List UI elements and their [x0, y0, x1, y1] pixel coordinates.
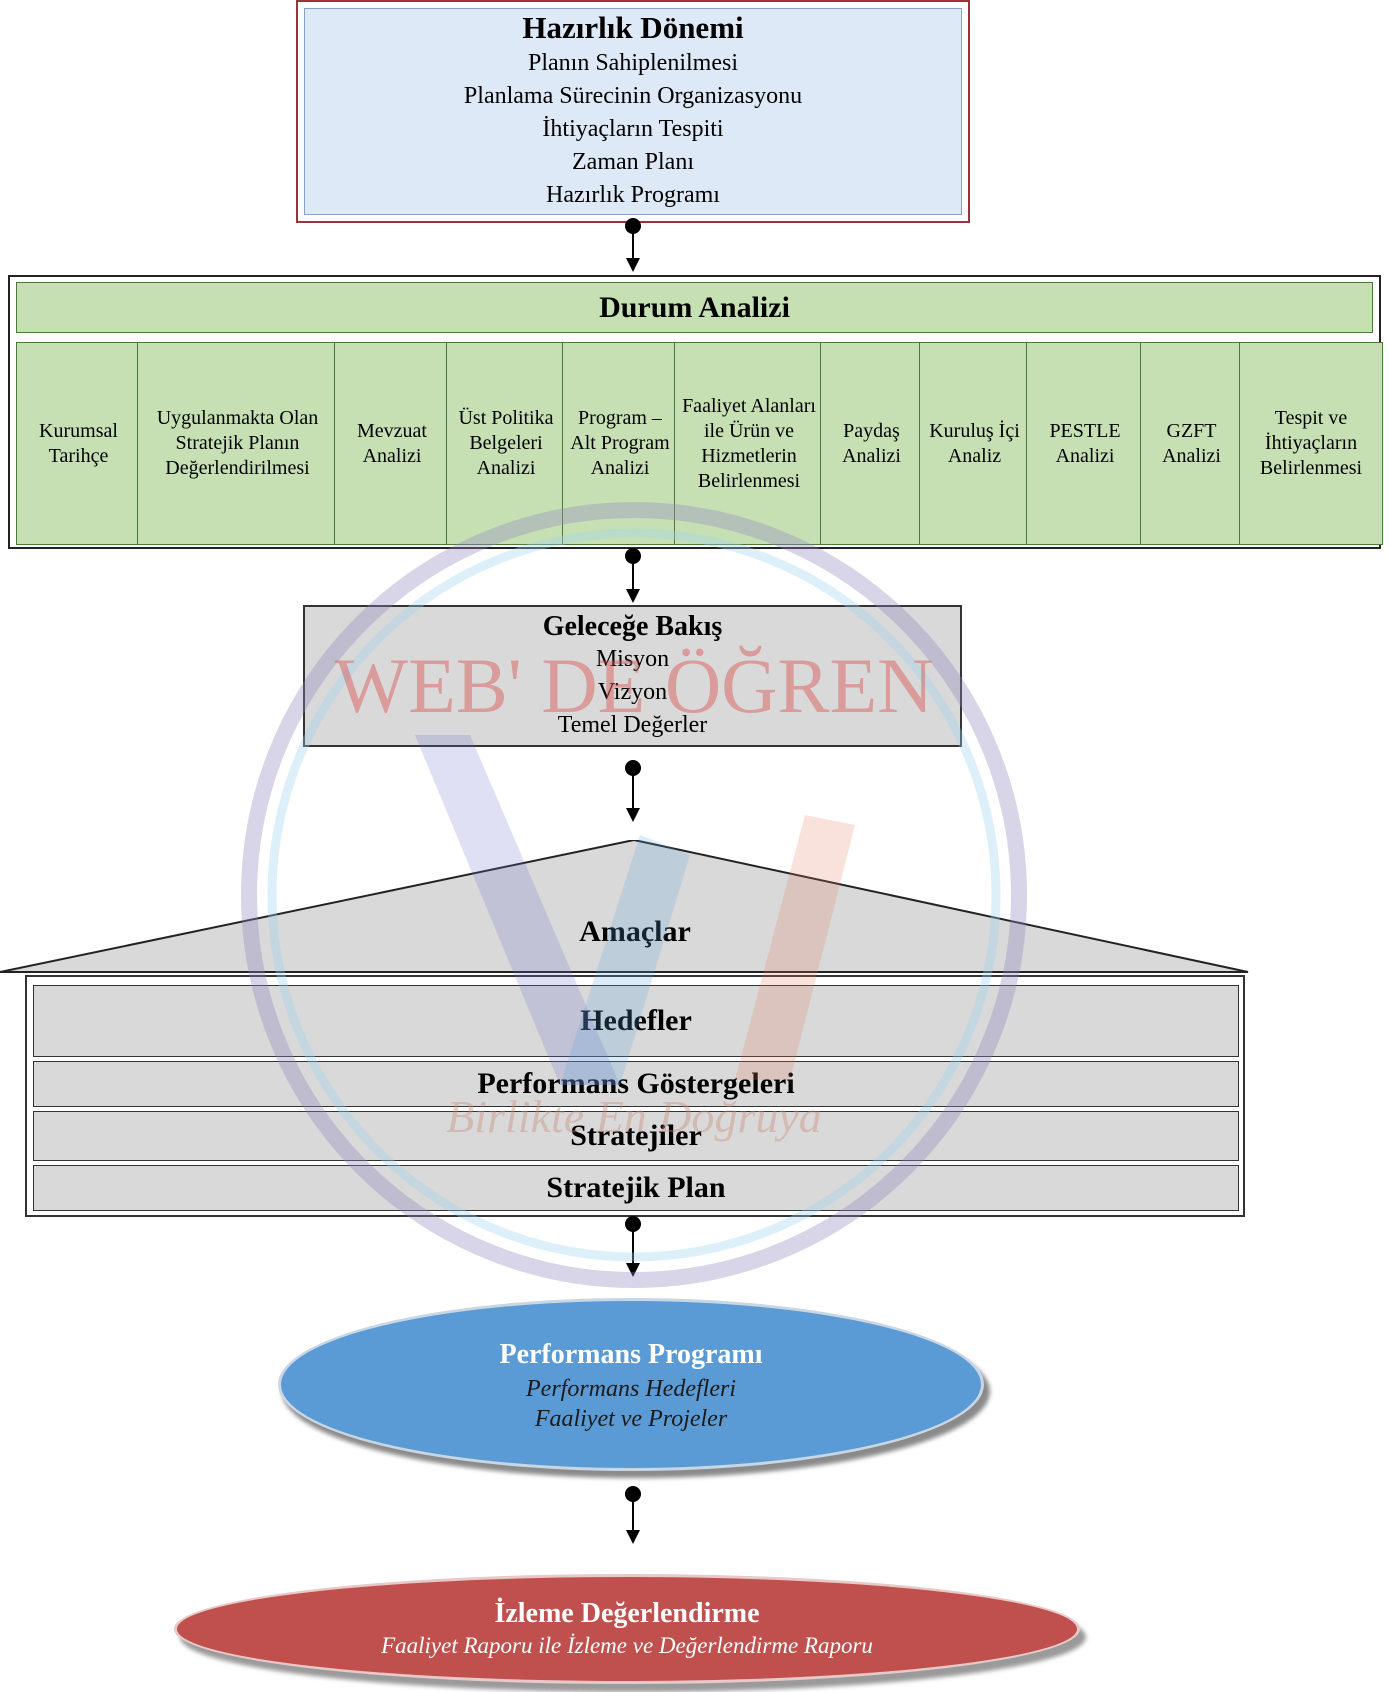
connector-stem [632, 560, 634, 590]
izleme-degerlendirme-subtitle: Faaliyet Raporu ile İzleme ve Değerlendi… [381, 1633, 873, 1658]
durum-analizi-title: Durum Analizi [16, 282, 1373, 333]
performans-item: Faaliyet ve Projeler [534, 1405, 728, 1432]
connector-stem [632, 230, 634, 260]
connector-dot-icon [625, 548, 641, 564]
connector-dot-icon [625, 760, 641, 776]
gelecek-item: Vizyon [597, 678, 668, 705]
hazirlik-item: Zaman Planı [572, 149, 694, 175]
durum-cell: Kurumsal Tarihçe [16, 342, 141, 545]
connector-stem [632, 1498, 634, 1532]
arrow-down-icon [626, 1530, 640, 1544]
hazirlik-item: Hazırlık Programı [546, 182, 720, 208]
durum-cell: Üst Politika Belgeleri Analizi [446, 342, 566, 545]
gelecege-bakis-title: Geleceğe Bakış [542, 610, 723, 642]
durum-cell: Tespit ve İhtiyaçların Belirlenmesi [1239, 342, 1383, 545]
durum-analizi-box: Durum Analizi Kurumsal Tarihçe Uygulanma… [8, 275, 1383, 549]
hazirlik-donemi-box: Hazırlık Dönemi Planın Sahiplenilmesi Pl… [296, 0, 970, 223]
amaclar-roof [0, 840, 1249, 973]
durum-cell: Uygulanmakta Olan Stratejik Planın Değer… [137, 342, 338, 545]
stratejik-plan-level: Stratejik Plan [33, 1165, 1239, 1211]
amaclar-roof-shape [0, 840, 1249, 973]
amaclar-label: Amaçlar [579, 915, 691, 948]
durum-cell: Program – Alt Program Analizi [562, 342, 678, 545]
hazirlik-item: Planlama Sürecinin Organizasyonu [463, 83, 803, 109]
durum-cell: Paydaş Analizi [820, 342, 923, 545]
arrow-down-icon [626, 1263, 640, 1277]
durum-cell: Kuruluş İçi Analiz [919, 342, 1030, 545]
hazirlik-donemi-inner: Hazırlık Dönemi Planın Sahiplenilmesi Pl… [304, 8, 962, 215]
connector-dot-icon [625, 218, 641, 234]
arrow-connector [623, 760, 643, 824]
gelecek-item: Misyon [595, 645, 670, 672]
arrow-connector [623, 1216, 643, 1280]
hazirlik-item: Planın Sahiplenilmesi [528, 50, 738, 76]
durum-cell: GZFT Analizi [1140, 342, 1243, 545]
stratejik-plan-stack: Hedefler Performans Göstergeleri Stratej… [25, 975, 1245, 1217]
connector-dot-icon [625, 1486, 641, 1502]
arrow-connector [623, 218, 643, 274]
durum-cell: Faaliyet Alanları ile Ürün ve Hizmetleri… [674, 342, 824, 545]
connector-stem [632, 1228, 634, 1266]
connector-dot-icon [625, 1216, 641, 1232]
performans-item: Performans Hedefleri [526, 1375, 736, 1402]
izleme-degerlendirme-title: İzleme Değerlendirme [494, 1598, 760, 1629]
arrow-down-icon [626, 808, 640, 822]
performans-programi-ellipse: Performans Programı Performans Hedefleri… [278, 1298, 984, 1471]
arrow-down-icon [626, 258, 640, 272]
hedefler-level: Hedefler [33, 985, 1239, 1057]
stratejiler-level: Stratejiler [33, 1111, 1239, 1161]
arrow-connector [623, 548, 643, 604]
gelecek-item: Temel Değerler [557, 711, 708, 738]
durum-cell: Mevzuat Analizi [334, 342, 450, 545]
durum-cell: PESTLE Analizi [1026, 342, 1144, 545]
performans-gostergeleri-level: Performans Göstergeleri [33, 1061, 1239, 1107]
arrow-down-icon [626, 589, 640, 603]
hazirlik-item: İhtiyaçların Tespiti [542, 116, 724, 142]
gelecege-bakis-box: Geleceğe Bakış Misyon Vizyon Temel Değer… [303, 605, 962, 747]
izleme-degerlendirme-ellipse: İzleme Değerlendirme Faaliyet Raporu ile… [174, 1574, 1080, 1684]
connector-stem [632, 772, 634, 810]
performans-programi-title: Performans Programı [499, 1338, 763, 1370]
arrow-connector [623, 1486, 643, 1546]
hazirlik-donemi-title: Hazırlık Dönemi [522, 10, 744, 45]
